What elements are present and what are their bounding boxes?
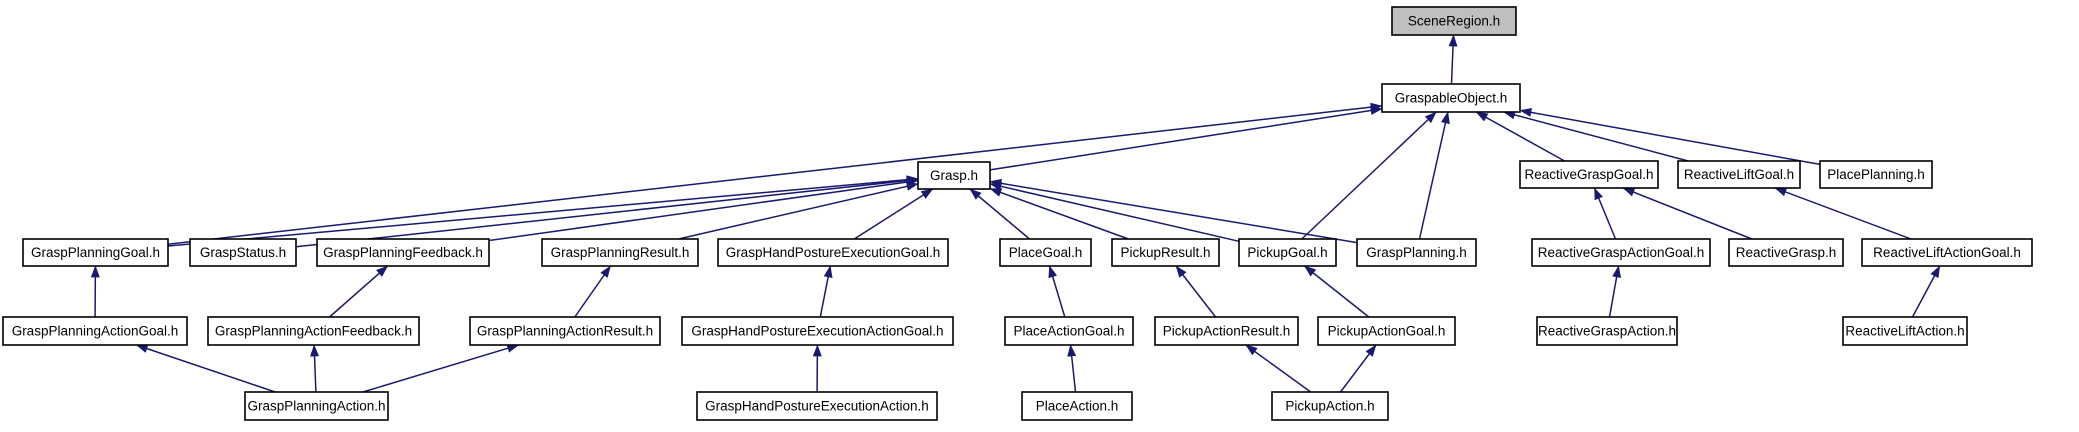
edge-reactive-lift-goal-to-graspable-object [1504, 112, 1689, 161]
node-grasp-planning-action-goal[interactable]: GraspPlanningActionGoal.h [3, 317, 187, 345]
edge-pickup-action-result-to-pickup-result [1176, 266, 1216, 317]
edge-pickup-goal-to-grasp [990, 184, 1239, 242]
node-label-reactive-lift-action-goal: ReactiveLiftActionGoal.h [1873, 245, 2021, 260]
node-label-grasp-hand-posture-execution-action: GraspHandPostureExecutionAction.h [705, 399, 929, 414]
edge-graspable-object-to-scene-region [1452, 35, 1454, 84]
edge-reactive-grasp-to-reactive-grasp-goal [1623, 188, 1752, 239]
node-grasp-hand-posture-execution-action-goal[interactable]: GraspHandPostureExecutionActionGoal.h [682, 317, 953, 345]
edge-grasp-planning-action-to-grasp-planning-action-goal [136, 345, 275, 392]
edge-grasp-planning-to-graspable-object [1420, 112, 1448, 239]
node-label-grasp-status: GraspStatus.h [200, 245, 286, 260]
node-scene-region[interactable]: SceneRegion.h [1392, 7, 1516, 35]
node-label-graspable-object: GraspableObject.h [1395, 91, 1508, 106]
edge-pickup-goal-to-graspable-object [1302, 112, 1436, 239]
node-grasp-status[interactable]: GraspStatus.h [190, 239, 296, 266]
node-label-grasp-planning-goal: GraspPlanningGoal.h [31, 245, 160, 260]
node-label-grasp-planning-action-feedback: GraspPlanningActionFeedback.h [215, 324, 412, 339]
edge-grasp-planning-action-to-grasp-planning-action-feedback [314, 345, 316, 392]
node-reactive-grasp[interactable]: ReactiveGrasp.h [1729, 239, 1843, 266]
node-grasp-planning-action-result[interactable]: GraspPlanningActionResult.h [470, 317, 660, 345]
node-label-reactive-grasp-action: ReactiveGraspAction.h [1538, 324, 1676, 339]
node-label-grasp-planning-result: GraspPlanningResult.h [551, 245, 690, 260]
node-label-grasp-planning-action: GraspPlanningAction.h [247, 399, 385, 414]
node-label-grasp: Grasp.h [930, 168, 978, 183]
node-label-pickup-action: PickupAction.h [1285, 399, 1374, 414]
node-grasp[interactable]: Grasp.h [918, 162, 990, 189]
node-label-reactive-grasp-goal: ReactiveGraspGoal.h [1524, 167, 1653, 182]
edge-reactive-lift-action-to-reactive-lift-action-goal [1913, 266, 1940, 317]
edge-grasp-planning-action-feedback-to-grasp-planning-feedback [330, 266, 388, 317]
node-reactive-lift-goal[interactable]: ReactiveLiftGoal.h [1678, 161, 1800, 188]
node-reactive-lift-action-goal[interactable]: ReactiveLiftActionGoal.h [1862, 239, 2032, 266]
node-graspable-object[interactable]: GraspableObject.h [1382, 84, 1520, 112]
node-label-grasp-planning-feedback: GraspPlanningFeedback.h [323, 245, 483, 260]
node-label-grasp-hand-posture-execution-goal: GraspHandPostureExecutionGoal.h [726, 245, 941, 260]
edge-pickup-action-to-pickup-action-goal [1341, 345, 1377, 392]
node-label-place-planning: PlacePlanning.h [1827, 167, 1925, 182]
node-grasp-hand-posture-execution-goal[interactable]: GraspHandPostureExecutionGoal.h [718, 239, 948, 266]
edge-pickup-result-to-grasp [990, 189, 1128, 239]
node-label-grasp-hand-posture-execution-action-goal: GraspHandPostureExecutionActionGoal.h [691, 324, 943, 339]
edge-reactive-lift-action-goal-to-reactive-lift-goal [1775, 188, 1911, 239]
node-pickup-result[interactable]: PickupResult.h [1112, 239, 1219, 266]
node-place-action[interactable]: PlaceAction.h [1022, 392, 1132, 420]
edge-place-goal-to-grasp [970, 189, 1030, 239]
node-label-reactive-grasp: ReactiveGrasp.h [1736, 245, 1837, 260]
edge-grasp-planning-goal-to-graspable-object [168, 106, 1382, 244]
edge-reactive-grasp-goal-to-graspable-object [1476, 112, 1564, 161]
edge-grasp-planning-feedback-to-grasp [489, 181, 918, 241]
node-pickup-action[interactable]: PickupAction.h [1272, 392, 1388, 420]
edge-pickup-action-to-pickup-action-result [1246, 345, 1311, 392]
edge-pickup-action-goal-to-pickup-goal [1305, 266, 1369, 317]
node-label-grasp-planning-action-goal: GraspPlanningActionGoal.h [12, 324, 179, 339]
edge-grasp-planning-goal-to-grasp [168, 179, 918, 246]
edge-grasp-planning-action-result-to-grasp-planning-result [575, 266, 611, 317]
node-label-grasp-planning-action-result: GraspPlanningActionResult.h [477, 324, 653, 339]
node-grasp-planning-goal[interactable]: GraspPlanningGoal.h [23, 239, 168, 266]
node-grasp-planning-result[interactable]: GraspPlanningResult.h [542, 239, 698, 266]
node-label-reactive-lift-goal: ReactiveLiftGoal.h [1684, 167, 1794, 182]
node-grasp-planning-feedback[interactable]: GraspPlanningFeedback.h [317, 239, 489, 266]
node-label-pickup-action-goal: PickupActionGoal.h [1328, 324, 1446, 339]
edge-grasp-hand-posture-execution-action-goal-to-grasp-hand-posture-execution-goal [820, 266, 830, 317]
node-place-planning[interactable]: PlacePlanning.h [1820, 161, 1932, 188]
edge-grasp-planning-action-to-grasp-planning-action-result [363, 345, 519, 392]
node-reactive-lift-action[interactable]: ReactiveLiftAction.h [1843, 317, 1967, 345]
node-place-action-goal[interactable]: PlaceActionGoal.h [1005, 317, 1133, 345]
node-pickup-goal[interactable]: PickupGoal.h [1239, 239, 1336, 266]
node-grasp-planning-action-feedback[interactable]: GraspPlanningActionFeedback.h [208, 317, 419, 345]
edge-grasp-to-graspable-object [990, 109, 1382, 170]
node-label-pickup-action-result: PickupActionResult.h [1163, 324, 1291, 339]
node-label-place-action-goal: PlaceActionGoal.h [1013, 324, 1124, 339]
node-reactive-grasp-action[interactable]: ReactiveGraspAction.h [1537, 317, 1677, 345]
edge-grasp-status-to-grasp [296, 179, 918, 246]
edge-grasp-planning-to-grasp [990, 182, 1357, 243]
node-reactive-grasp-action-goal[interactable]: ReactiveGraspActionGoal.h [1532, 239, 1710, 266]
node-grasp-planning-action[interactable]: GraspPlanningAction.h [245, 392, 388, 420]
node-label-reactive-lift-action: ReactiveLiftAction.h [1845, 324, 1964, 339]
edge-reactive-grasp-action-to-reactive-grasp-action-goal [1610, 266, 1619, 317]
node-place-goal[interactable]: PlaceGoal.h [1000, 239, 1091, 266]
node-label-scene-region: SceneRegion.h [1408, 14, 1500, 29]
edge-place-action-to-place-action-goal [1071, 345, 1076, 392]
node-reactive-grasp-goal[interactable]: ReactiveGraspGoal.h [1520, 161, 1658, 188]
node-label-place-action: PlaceAction.h [1036, 399, 1119, 414]
node-pickup-action-result[interactable]: PickupActionResult.h [1155, 317, 1298, 345]
node-grasp-planning[interactable]: GraspPlanning.h [1357, 239, 1476, 266]
edge-reactive-grasp-action-goal-to-reactive-grasp-goal [1595, 188, 1616, 239]
edge-place-action-goal-to-place-goal [1050, 266, 1065, 317]
node-label-reactive-grasp-action-goal: ReactiveGraspActionGoal.h [1538, 245, 1705, 260]
node-label-place-goal: PlaceGoal.h [1009, 245, 1083, 260]
node-label-pickup-result: PickupResult.h [1120, 245, 1210, 260]
node-label-pickup-goal: PickupGoal.h [1247, 245, 1327, 260]
node-grasp-hand-posture-execution-action[interactable]: GraspHandPostureExecutionAction.h [697, 392, 937, 420]
node-pickup-action-goal[interactable]: PickupActionGoal.h [1318, 317, 1455, 345]
node-label-grasp-planning: GraspPlanning.h [1366, 245, 1467, 260]
